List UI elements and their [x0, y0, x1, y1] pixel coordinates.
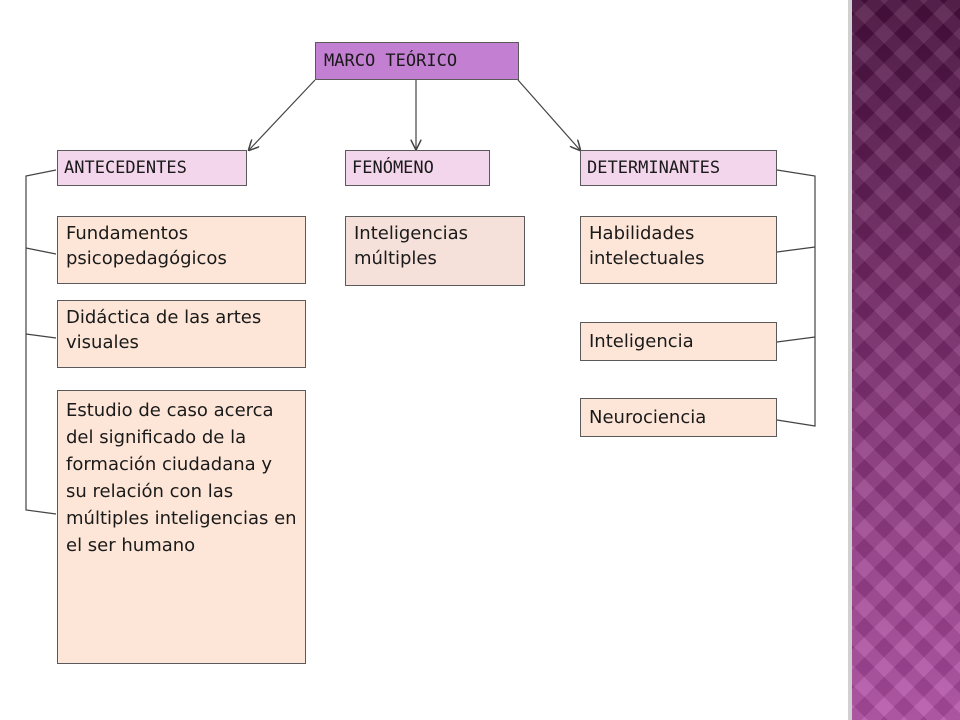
node-habilidades-intelectuales: Habilidades intelectuales [580, 216, 777, 284]
bracket-tick-2 [25, 333, 57, 339]
bracket-antecedentes [25, 169, 57, 515]
node-marco-teorico: MARCO TEÓRICO [315, 42, 519, 80]
arrow-root-determinantes [517, 79, 580, 150]
node-neurociencia: Neurociencia [580, 398, 777, 437]
bracket-determinantes [776, 169, 816, 427]
bracket-tick-1 [25, 247, 57, 255]
decorative-sidebar [848, 0, 960, 720]
node-inteligencia: Inteligencia [580, 322, 777, 361]
node-inteligencias-multiples: Inteligencias múltiples [345, 216, 525, 286]
sidebar-edge [848, 0, 852, 720]
bracket-tick-3 [776, 246, 816, 253]
node-fenomeno: FENÓMENO [345, 150, 490, 186]
connector-lines [25, 79, 816, 515]
node-antecedentes: ANTECEDENTES [57, 150, 247, 186]
node-didactica: Didáctica de las artes visuales [57, 300, 306, 368]
arrow-root-antecedentes [249, 79, 316, 150]
node-fundamentos: Fundamentos psicopedagógicos [57, 216, 306, 284]
node-determinantes: DETERMINANTES [580, 150, 777, 186]
bracket-tick-4 [776, 336, 816, 343]
node-estudio-de-caso: Estudio de caso acerca del significado d… [57, 390, 306, 664]
